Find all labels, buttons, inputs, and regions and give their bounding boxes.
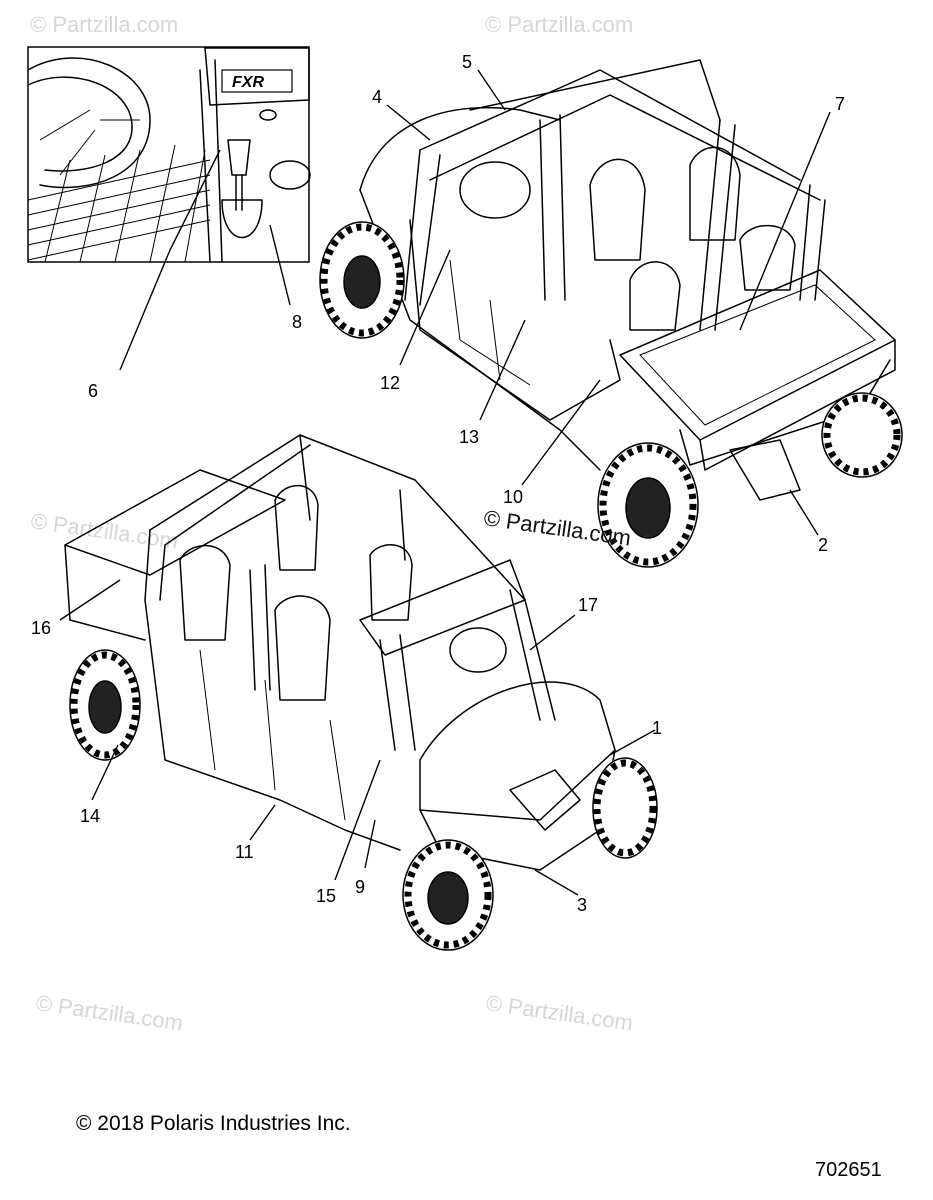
rear-bumper [679, 359, 891, 466]
tire [821, 392, 903, 478]
callout-2: 2 [818, 535, 828, 555]
leader-15 [334, 759, 381, 881]
roof-front-panel [359, 559, 526, 656]
leader-11 [249, 804, 276, 841]
seat [369, 544, 413, 621]
leader-13 [479, 319, 526, 421]
leader-16 [59, 579, 121, 621]
steering-wheel [459, 161, 531, 219]
leader-2 [789, 489, 819, 536]
leader-9 [364, 819, 376, 869]
watermark: © Partzilla.com [29, 508, 179, 553]
seat [629, 261, 681, 331]
callout-labels: 1 2 3 4 5 6 7 8 9 10 11 12 13 14 15 16 1… [31, 52, 845, 915]
watermark: © Partzilla.com [30, 12, 178, 37]
inset-fxr-badge: FXR [232, 74, 264, 91]
leader-4 [386, 104, 431, 141]
leader-17 [529, 614, 576, 651]
inset-floor-mesh [27, 144, 211, 263]
leader-5 [477, 69, 506, 111]
inset-dash-panel [204, 47, 310, 106]
watermark: © Partzilla.com [484, 990, 634, 1035]
rear-bed [64, 469, 286, 576]
tire [597, 442, 699, 568]
callout-8: 8 [292, 312, 302, 332]
callout-3: 3 [577, 895, 587, 915]
inset-gear-knob [227, 139, 251, 176]
callout-13: 13 [459, 427, 479, 447]
seat [739, 224, 796, 291]
leader-10 [521, 379, 601, 486]
seat [274, 595, 331, 701]
seat [274, 484, 319, 571]
callout-7: 7 [835, 94, 845, 114]
callout-10: 10 [503, 487, 523, 507]
tire [69, 649, 141, 761]
watermark: © Partzilla.com [34, 990, 184, 1035]
front-grille [509, 769, 581, 831]
callout-15: 15 [316, 886, 336, 906]
leader-1 [609, 729, 656, 756]
rear-axle [729, 439, 801, 501]
callout-11: 11 [235, 842, 254, 862]
steering-wheel [449, 627, 507, 673]
callout-17: 17 [578, 595, 598, 615]
vehicle-rear-view [319, 59, 903, 568]
front-hood [359, 106, 561, 191]
front-hood [419, 681, 616, 821]
seat [179, 544, 231, 641]
seat [689, 146, 741, 241]
callout-6: 6 [88, 381, 98, 401]
callout-1: 1 [652, 718, 662, 738]
leader-lines [59, 69, 831, 896]
callout-14: 14 [80, 806, 100, 826]
roll-cage-top [419, 69, 821, 201]
leader-6 [119, 249, 171, 371]
leader-8 [269, 224, 291, 306]
side-panel [409, 219, 621, 421]
callout-12: 12 [380, 373, 400, 393]
tire [319, 221, 405, 339]
side-panel [144, 599, 401, 851]
tire [592, 757, 658, 859]
leader-7 [739, 111, 831, 331]
leader-12 [399, 249, 451, 366]
seat [589, 158, 646, 261]
callout-16: 16 [31, 618, 51, 638]
copyright-text: © 2018 Polaris Industries Inc. [76, 1112, 351, 1135]
vehicle-front-view [64, 434, 658, 951]
callout-4: 4 [372, 87, 382, 107]
leader-3 [534, 869, 579, 896]
callout-9: 9 [355, 877, 365, 897]
tire [402, 839, 494, 951]
inset-shifter-boot [221, 199, 263, 239]
inset-steering-wheel [27, 57, 151, 189]
inset-cockpit-detail: FXR [27, 46, 311, 263]
leader-14 [91, 744, 119, 801]
diagram-number: 702651 [815, 1159, 882, 1181]
watermark: © Partzilla.com [485, 12, 633, 37]
roll-cage-top [149, 434, 526, 601]
callout-5: 5 [462, 52, 472, 72]
